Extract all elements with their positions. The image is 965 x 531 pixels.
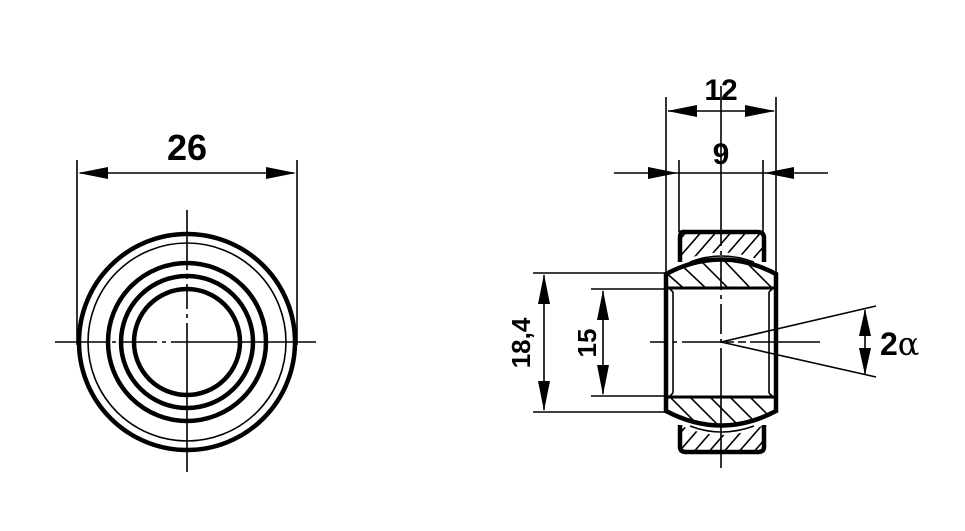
outer-ring-bottom-section (677, 425, 767, 455)
front-view: 26 (55, 127, 316, 472)
angle-line-upper (720, 305, 877, 343)
angle-line-lower (720, 341, 877, 378)
dimension-label-18-4: 18,4 (506, 317, 536, 368)
angle-label-number: 2 (880, 326, 898, 362)
arrow-down-icon (597, 365, 609, 395)
inner-ball-bottom-section (666, 397, 776, 426)
arrow-right-icon (648, 167, 678, 179)
arrow-down-icon (859, 348, 871, 375)
arrow-up-icon (859, 309, 871, 336)
arrow-up-icon (597, 290, 609, 320)
arrow-up-icon (538, 274, 550, 304)
outer-ring-bottom-outline (677, 425, 767, 455)
outer-ring-top-groove (689, 255, 755, 263)
arrow-left-icon (78, 167, 108, 179)
dimension-label-15: 15 (572, 329, 602, 358)
angle-label: 2α (880, 325, 919, 363)
side-view: 12 9 (506, 74, 919, 468)
arrow-left-icon (764, 167, 794, 179)
inner-ball-outline (663, 257, 779, 428)
arrow-left-icon (667, 105, 697, 117)
arrow-right-icon (266, 167, 296, 179)
dimension-label-26: 26 (167, 127, 207, 168)
outer-ring-top-outline (677, 229, 767, 262)
arrow-right-icon (745, 105, 775, 117)
angle-label-alpha: α (898, 325, 920, 363)
arrow-down-icon (538, 381, 550, 411)
